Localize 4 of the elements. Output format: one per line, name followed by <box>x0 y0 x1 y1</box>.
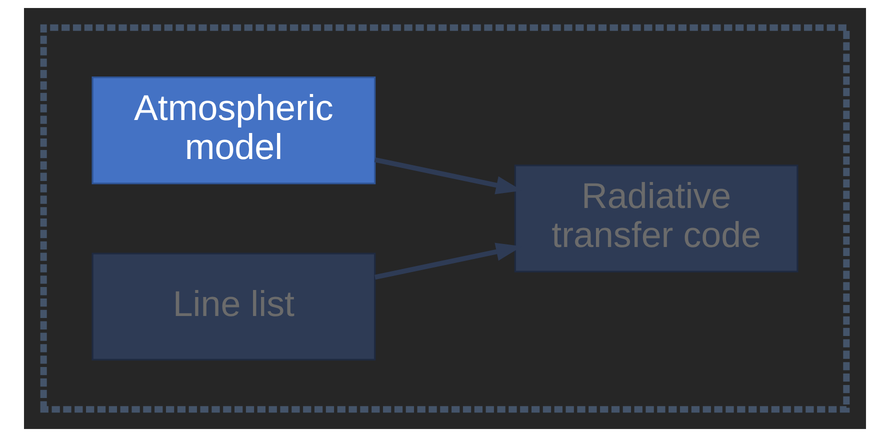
node-box: Line list <box>91 252 376 360</box>
node-box: Atmospheric model <box>91 76 376 184</box>
cluster <box>40 24 850 413</box>
node-box: Radiative transfer code <box>514 164 798 272</box>
